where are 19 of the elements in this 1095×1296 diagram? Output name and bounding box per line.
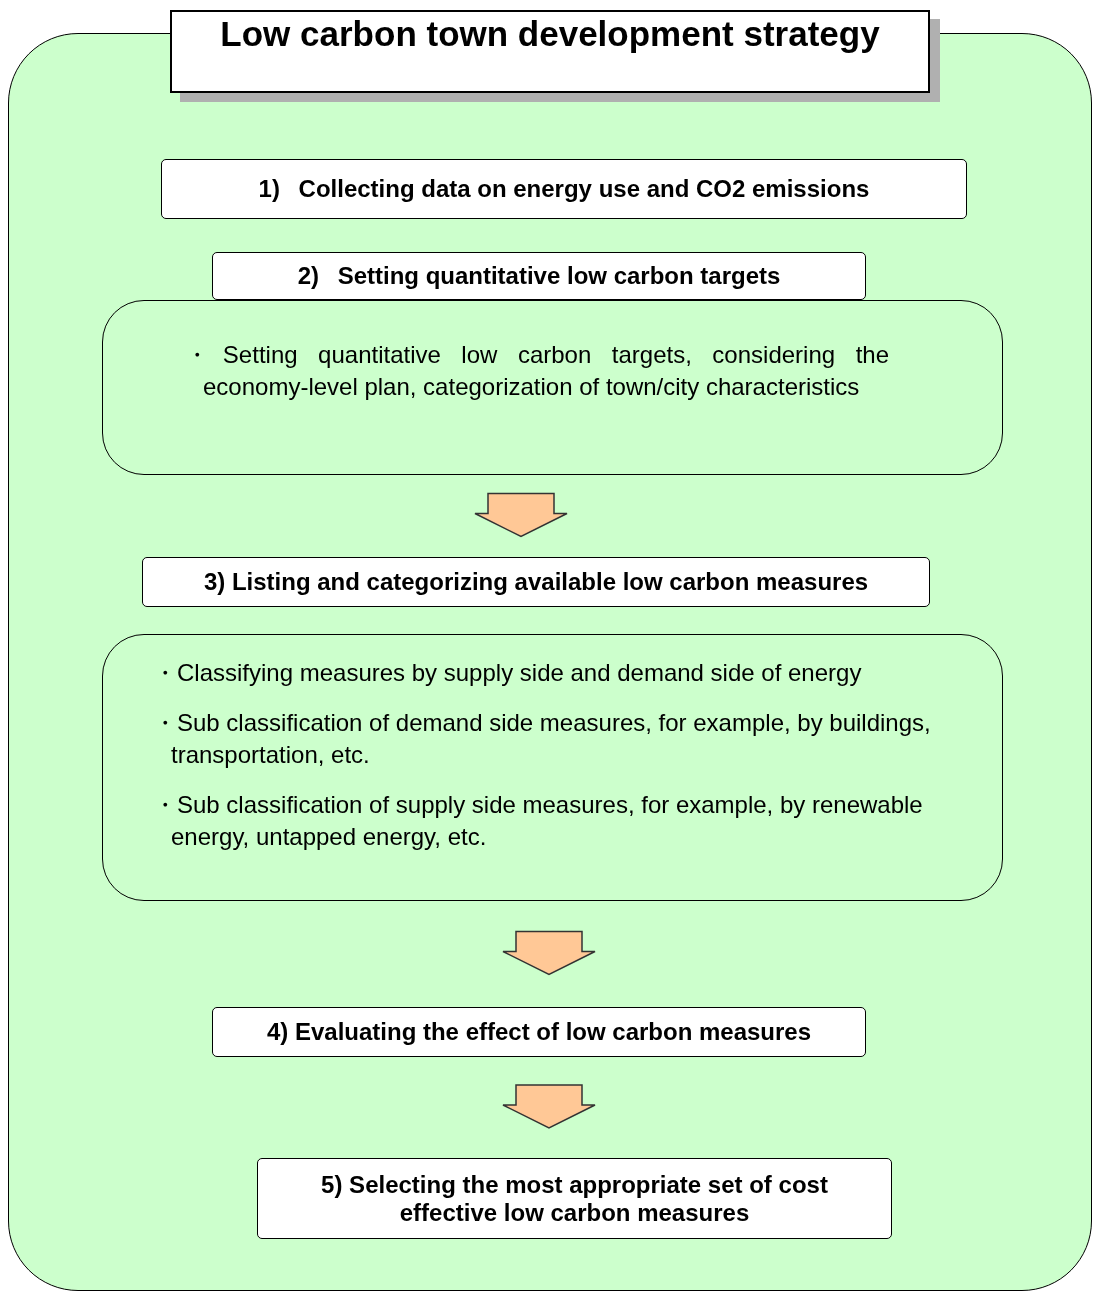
step-label: 5) Selecting the most appropriate set of cost effective low carbon measures (320, 1170, 829, 1227)
detail-box (102, 634, 1003, 901)
step-label: 2) Setting quantitative low carbon targets (297, 262, 781, 290)
step-box (257, 1158, 892, 1239)
step-label: 4) Evaluating the effect of low carbon measures (266, 1018, 812, 1046)
bullet-text: ・Sub classification of demand side measures, for example, by buildings, transportation, etc. (153, 708, 932, 770)
step-box (161, 159, 967, 219)
detail-box (102, 300, 1003, 475)
block-arrow (474, 492, 568, 538)
step-label: 1) Collecting data on energy use and CO2 emissions (258, 175, 870, 203)
bullet-text: ・Sub classification of supply side measures, for example, by renewable energy, untapped energy, etc. (153, 790, 924, 852)
block-arrow (502, 1084, 596, 1129)
step-box (212, 1007, 866, 1057)
step-label: 3) Listing and categorizing available low carbon measures (203, 568, 869, 596)
step-box (142, 557, 930, 607)
bullet-text: ・Classifying measures by supply side and demand side of energy (153, 658, 863, 688)
title-text: Low carbon town development strategy (219, 14, 881, 54)
block-arrow (502, 930, 596, 976)
step-box (212, 252, 866, 300)
